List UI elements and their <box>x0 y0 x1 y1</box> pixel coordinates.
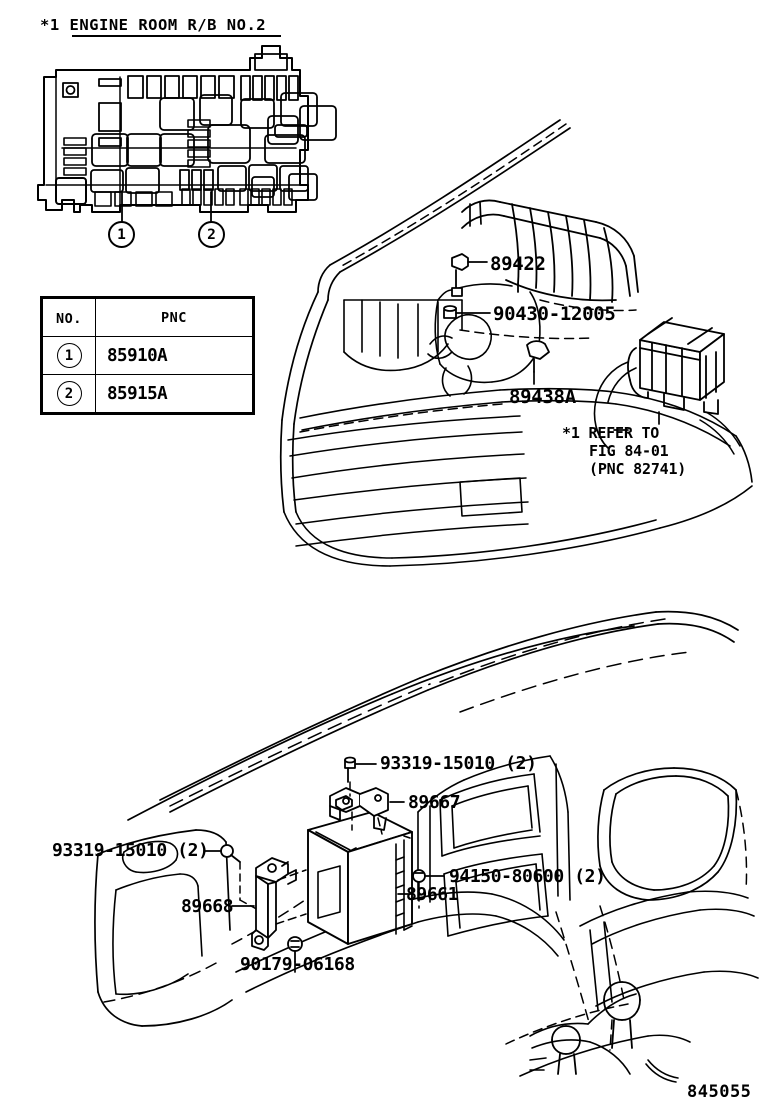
bracket-89667 <box>329 787 389 831</box>
table-header-no-label: NO. <box>56 311 82 327</box>
part-label-93319-left: 93319-15010 (2) <box>52 840 209 861</box>
part-label-89438a: 89438A <box>509 386 576 408</box>
relay-box-harness <box>593 361 637 449</box>
fusebox-fuse-row-bottom <box>94 188 293 207</box>
callout-bubble-1[interactable]: 1 <box>108 221 135 248</box>
callout-bubble-2[interactable]: 2 <box>198 221 225 248</box>
air-intake-hose <box>461 199 639 303</box>
dashboard-top-dashes <box>169 617 691 807</box>
table-header-pnc-label: PNC <box>161 309 187 326</box>
fusebox-fuse-strip-left <box>63 137 87 176</box>
table-pnc-value-1: 85910A <box>107 345 168 366</box>
shift-lever-main <box>603 981 641 1049</box>
part-label-90179-06168: 90179-06168 <box>240 954 355 975</box>
center-stack-openings <box>439 773 549 937</box>
left-panel-dashes <box>103 875 341 1003</box>
footer-leader <box>645 1059 679 1083</box>
table-pnc-value-2: 85915A <box>107 383 168 404</box>
headlight-left <box>459 477 523 517</box>
table-row[interactable]: 2 85915A <box>42 374 253 413</box>
part-label-89661: 89661 <box>406 884 459 905</box>
table-header-no: NO. <box>42 298 96 337</box>
upper-diagram-title: *1 ENGINE ROOM R/B NO.2 <box>40 16 267 34</box>
bracket-89667-assembly-dash <box>351 811 383 835</box>
refer-to-note-line2: FIG 84-01 <box>589 442 669 460</box>
fusebox-top-tab <box>254 53 288 71</box>
bolt-93319-left <box>220 844 241 863</box>
bolt-90179 <box>287 936 303 963</box>
table-cell-no-2: 2 <box>42 374 96 413</box>
front-grille <box>287 415 529 547</box>
engine-bay-structures <box>343 299 463 372</box>
ecu-details <box>315 831 413 935</box>
part-label-89668: 89668 <box>181 896 234 917</box>
fusebox-relay-blocks-upper <box>159 92 337 145</box>
table-header-row: NO. PNC <box>42 298 253 337</box>
intake-hose-clamp <box>469 201 482 227</box>
fusebox-fuse-strip <box>187 119 211 168</box>
part-label-89667: 89667 <box>408 792 461 813</box>
fusebox-connector <box>55 177 87 205</box>
bolt-90430 <box>443 305 457 319</box>
center-stack <box>417 755 571 903</box>
fusebox-inner-lines <box>45 57 301 206</box>
shift-lever-transfer <box>551 1025 581 1075</box>
glove-box <box>597 767 738 901</box>
table-header-pnc: PNC <box>95 298 253 337</box>
bracket-89668 <box>251 857 297 951</box>
right-edge-dashes <box>555 789 748 1027</box>
sensor-89422 <box>451 253 469 297</box>
refer-to-note-line3: (PNC 82741) <box>589 460 687 478</box>
part-label-89422: 89422 <box>490 253 546 275</box>
engine-room-relay-box <box>627 317 725 415</box>
fusebox-indicator <box>62 82 79 98</box>
title-underline <box>72 35 281 37</box>
radiator-support <box>299 387 617 431</box>
bracket-89668-assembly-dash <box>275 869 307 925</box>
dashboard-outline <box>127 610 739 821</box>
refer-to-note-line1: *1 REFER TO <box>562 424 660 442</box>
parts-table: NO. PNC 1 85910A 2 85915A <box>40 296 255 415</box>
bolt-93319-top <box>344 756 356 783</box>
fusebox-relay-blocks-middle <box>91 124 308 167</box>
fusebox-fuse-slots-top <box>98 75 299 101</box>
table-row[interactable]: 1 85910A <box>42 336 253 375</box>
left-panel-inner <box>112 840 203 996</box>
callout-leaders <box>121 191 212 223</box>
console-dashes <box>505 1003 629 1051</box>
vehicle-front-outline <box>279 119 571 513</box>
console-boot <box>529 993 637 1075</box>
note-leader <box>613 411 660 431</box>
part-label-90430-12005: 90430-12005 <box>493 303 616 325</box>
right-body-panel <box>613 391 753 529</box>
table-cell-no-1: 1 <box>42 336 96 375</box>
part-label-94150-80600: 94150-80600 (2) <box>449 866 606 887</box>
table-cell-pnc-1: 85910A <box>95 336 253 375</box>
fusebox-mid-left-slots <box>98 102 122 147</box>
part-label-93319-top: 93319-15010 (2) <box>380 753 537 774</box>
table-cell-pnc-2: 85915A <box>95 374 253 413</box>
table-circled-number-1: 1 <box>56 343 82 368</box>
bumper-lines <box>283 511 661 567</box>
table-circled-number-2: 2 <box>56 381 82 406</box>
engine-bay-dashed <box>299 123 637 433</box>
note-curve-lines <box>699 411 741 455</box>
console-base <box>519 1034 691 1077</box>
lower-dash-panel <box>579 890 759 1011</box>
sensor-89438a <box>526 340 550 373</box>
figure-footer-code: 845055 <box>687 1082 752 1102</box>
bolt-94150 <box>412 869 426 883</box>
